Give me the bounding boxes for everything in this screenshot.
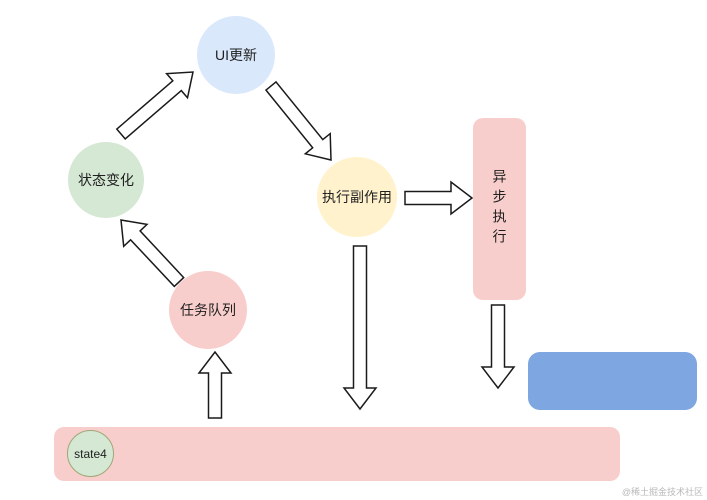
- arrow-ui-to-effect: [264, 80, 332, 161]
- arrow-effect-to-container: [342, 245, 378, 411]
- node-state4: state4: [67, 430, 114, 477]
- node-state4-label: state4: [74, 446, 107, 461]
- node-ui-update: UI更新: [197, 16, 275, 94]
- node-async-exec-label: 异步执行: [491, 169, 508, 249]
- arrow-state-to-ui: [115, 71, 194, 140]
- node-side-effect: 执行副作用: [317, 157, 397, 237]
- arrow-container-to-queue: [197, 350, 233, 419]
- node-side-effect-label: 执行副作用: [322, 189, 392, 205]
- node-task-queue: 任务队列: [169, 271, 247, 349]
- node-ui-update-label: UI更新: [215, 47, 257, 63]
- arrow-effect-to-async: [404, 180, 474, 216]
- node-task-queue-label: 任务队列: [180, 302, 236, 318]
- node-state-change-label: 状态变化: [78, 172, 134, 188]
- arrow-queue-to-state: [120, 219, 185, 288]
- arrow-async-to-result: [480, 304, 516, 390]
- node-async-exec: 异步执行: [473, 118, 526, 300]
- node-async-result-box: [528, 352, 697, 410]
- node-state-container: [54, 427, 620, 481]
- watermark: @稀土掘金技术社区: [621, 487, 703, 497]
- node-state-change: 状态变化: [68, 142, 144, 218]
